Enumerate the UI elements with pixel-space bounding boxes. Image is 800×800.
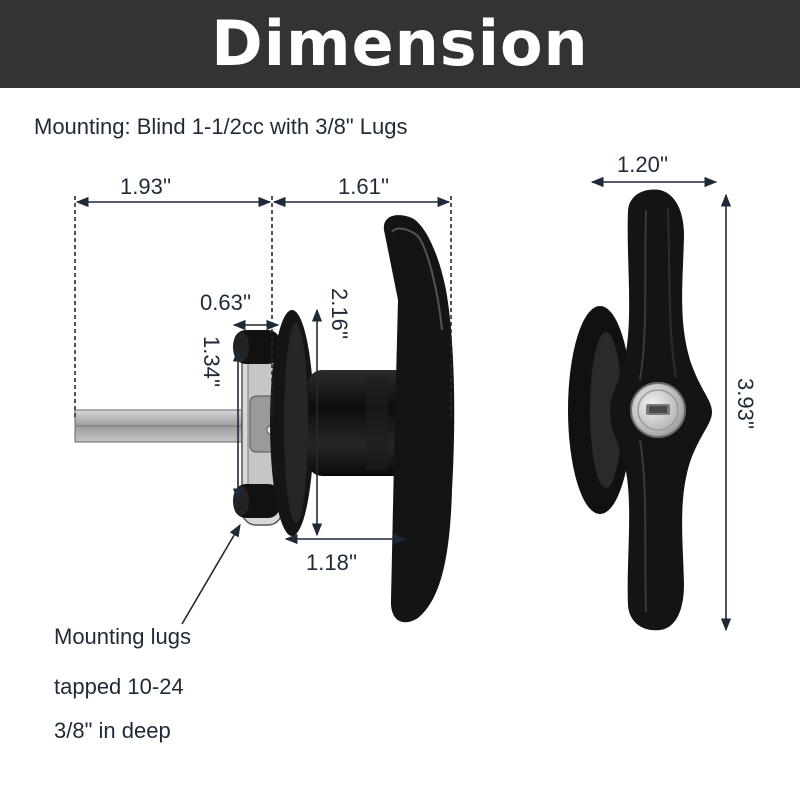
lock-cylinder — [630, 382, 686, 438]
lug-note-line-3: 3/8" in deep — [54, 718, 171, 743]
label-handle-depth: 1.61'' — [338, 174, 389, 199]
t-handle-side — [383, 215, 455, 623]
mounting-spec-text: Mounting: Blind 1-1/2cc with 3/8" Lugs — [34, 114, 408, 139]
mounting-lug-upper — [233, 330, 280, 364]
label-stem-length: 1.93'' — [120, 174, 171, 199]
label-lug-diameter: 0.63'' — [200, 290, 251, 315]
handle-front-view — [568, 189, 712, 631]
lug-note-line-1: Mounting lugs — [54, 624, 191, 649]
handle-side-view — [74, 215, 455, 623]
label-lug-spacing: 1.34'' — [199, 336, 224, 387]
lug-note-leader — [181, 523, 241, 625]
label-flange-height: 2.16'' — [327, 288, 352, 339]
label-hub-length: 1.18'' — [306, 550, 357, 575]
label-handle-height: 3.93'' — [733, 378, 758, 429]
lug-note-line-2: tapped 10-24 — [54, 674, 184, 699]
mounting-lug-lower — [233, 484, 280, 518]
label-handle-width: 1.20'' — [617, 152, 668, 177]
page-title: Dimension — [211, 7, 589, 80]
hub — [308, 370, 416, 476]
title-banner — [0, 0, 800, 88]
